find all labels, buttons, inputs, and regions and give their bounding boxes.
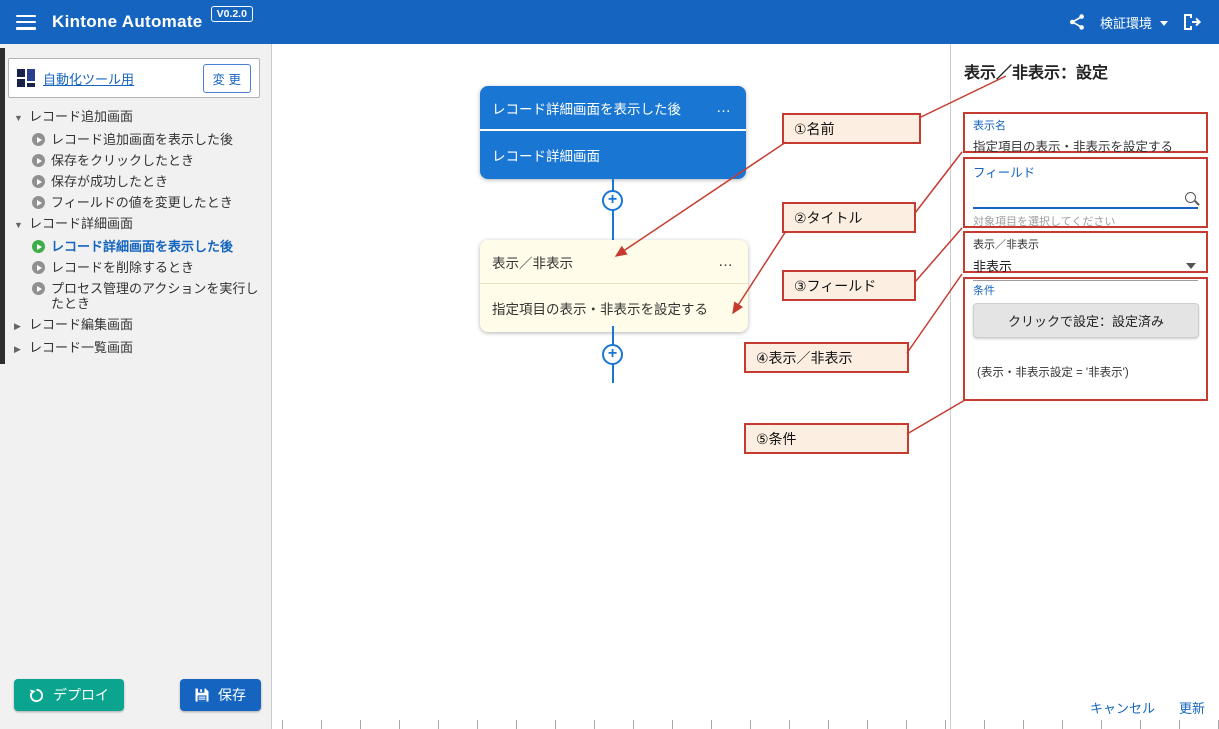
tree-group-record-list[interactable]: ▶ レコード一覧画面 — [14, 340, 134, 355]
environment-selector[interactable]: 検証環境 — [1100, 13, 1168, 32]
condition-set-button[interactable]: クリックで設定：設定済み — [973, 303, 1199, 338]
display-name-label: 表示名 — [973, 120, 1006, 132]
event-icon — [32, 196, 45, 209]
chevron-expanded-icon: ▼ — [14, 220, 23, 230]
field-select-group: フィールド 対象項目を選択してください — [963, 157, 1208, 228]
app-selector-box: 自動化ツール用 変 更 — [8, 58, 260, 98]
sidebar: 自動化ツール用 変 更 ▼ レコード追加画面 レコード追加画面を表示した後 保存… — [0, 44, 272, 729]
version-badge: V0.2.0 — [210, 6, 253, 22]
background-form-ticks — [282, 720, 1219, 729]
deploy-button[interactable]: デプロイ — [14, 679, 124, 711]
save-floppy-icon — [195, 688, 209, 702]
add-step-button[interactable]: + — [602, 190, 623, 211]
app-name-link[interactable]: 自動化ツール用 — [43, 71, 135, 87]
chevron-collapsed-icon: ▶ — [14, 344, 21, 354]
trigger-node[interactable]: レコード詳細画面を表示した後 … レコード詳細画面 — [480, 86, 746, 179]
save-button[interactable]: 保存 — [180, 679, 261, 711]
annotation-visibility: ④表示／非表示 — [744, 342, 909, 373]
action-node-subtitle: 指定項目の表示・非表示を設定する — [492, 302, 708, 317]
tree-item-add-save-click[interactable]: 保存をクリックしたとき — [0, 150, 269, 171]
sidebar-actions: デプロイ 保存 — [14, 679, 261, 711]
condition-group: 条件 クリックで設定：設定済み (表示・非表示設定 = '非表示') — [963, 277, 1208, 401]
action-node[interactable]: 表示／非表示 … 指定項目の表示・非表示を設定する — [480, 240, 748, 332]
display-name-group: 表示名 指定項目の表示・非表示を設定する — [963, 112, 1208, 154]
tree-group-record-detail[interactable]: ▼ レコード詳細画面 — [14, 216, 134, 231]
event-icon — [32, 261, 45, 274]
tree-item-add-field-change[interactable]: フィールドの値を変更したとき — [0, 192, 269, 213]
field-placeholder: 対象項目を選択してください — [973, 216, 1116, 228]
search-icon — [1185, 192, 1196, 203]
field-search-input[interactable] — [973, 181, 1198, 209]
event-icon — [32, 282, 45, 295]
app-title: Kintone Automate — [52, 12, 203, 31]
tree-item-add-after-show[interactable]: レコード追加画面を表示した後 — [0, 129, 269, 150]
app-header: Kintone Automate V0.2.0 検証環境 — [0, 0, 1219, 44]
visibility-value: 非表示 — [973, 259, 1013, 274]
logout-icon[interactable] — [1182, 13, 1203, 31]
more-options-icon[interactable]: … — [716, 99, 732, 116]
action-node-title: 表示／非表示 — [492, 256, 573, 271]
visibility-select[interactable]: 非表示 — [973, 253, 1198, 281]
visibility-label: 表示／非表示 — [973, 239, 1039, 251]
kintone-app-icon — [17, 69, 35, 87]
add-step-button[interactable]: + — [602, 344, 623, 365]
event-tree: ▼ レコード追加画面 レコード追加画面を表示した後 保存をクリックしたとき 保存… — [0, 106, 269, 360]
change-app-button[interactable]: 変 更 — [202, 63, 251, 93]
chevron-down-icon — [1160, 20, 1168, 26]
trigger-node-subtitle: レコード詳細画面 — [492, 149, 600, 164]
annotation-field: ③フィールド — [782, 270, 916, 301]
chevron-collapsed-icon: ▶ — [14, 321, 21, 331]
environment-label: 検証環境 — [1099, 15, 1152, 31]
chevron-expanded-icon: ▼ — [14, 113, 23, 123]
sync-icon — [29, 688, 44, 702]
visibility-select-group: 表示／非表示 非表示 — [963, 231, 1208, 281]
tree-item-detail-process-action[interactable]: プロセス管理のアクションを実行したとき — [0, 278, 269, 314]
event-icon — [32, 133, 45, 146]
hamburger-menu-icon[interactable] — [16, 14, 36, 30]
flow-canvas: レコード詳細画面を表示した後 … レコード詳細画面 + 表示／非表示 … 指定項… — [272, 44, 950, 729]
tree-item-detail-delete[interactable]: レコードを削除するとき — [0, 257, 269, 278]
condition-summary: (表示・非表示設定 = '非表示') — [977, 367, 1129, 379]
event-icon — [32, 154, 45, 167]
field-label: フィールド — [973, 166, 1036, 180]
tree-item-add-save-success[interactable]: 保存が成功したとき — [0, 171, 269, 192]
display-name-value[interactable]: 指定項目の表示・非表示を設定する — [973, 140, 1174, 154]
event-active-icon — [32, 240, 45, 253]
tree-group-record-edit[interactable]: ▶ レコード編集画面 — [14, 317, 134, 332]
panel-footer-links: キャンセル 更新 — [1090, 698, 1205, 717]
event-icon — [32, 175, 45, 188]
panel-title: 表示／非表示：設定 — [964, 65, 1109, 82]
settings-panel: 表示／非表示：設定 表示名 指定項目の表示・非表示を設定する フィールド 対象項… — [950, 44, 1219, 729]
more-options-icon[interactable]: … — [718, 253, 734, 270]
update-link[interactable]: 更新 — [1178, 701, 1205, 716]
chevron-down-icon — [1186, 262, 1196, 269]
cancel-link[interactable]: キャンセル — [1089, 701, 1155, 716]
annotation-title: ②タイトル — [782, 202, 916, 233]
trigger-node-title: レコード詳細画面を表示した後 — [492, 102, 681, 117]
tree-item-detail-after-show[interactable]: レコード詳細画面を表示した後 — [0, 236, 269, 257]
tree-group-record-add[interactable]: ▼ レコード追加画面 — [14, 109, 134, 124]
condition-label: 条件 — [973, 285, 995, 297]
annotation-condition: ⑤条件 — [744, 423, 909, 454]
page-scrollbar[interactable] — [0, 48, 5, 364]
annotation-name: ①名前 — [782, 113, 921, 144]
share-icon[interactable] — [1068, 13, 1086, 31]
